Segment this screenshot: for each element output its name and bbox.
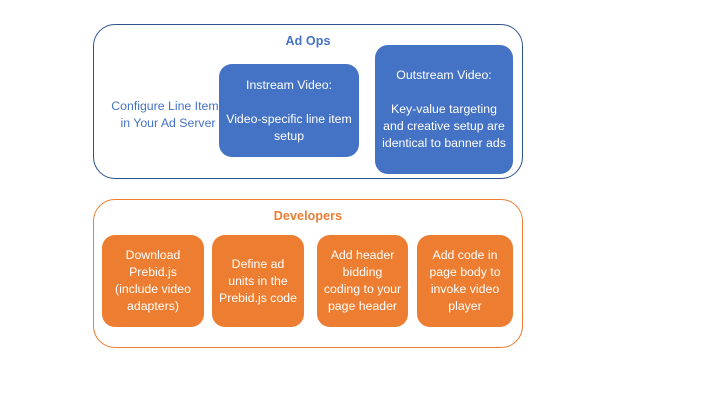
- box-instream-video-heading: Instream Video:: [246, 77, 332, 92]
- box-add-page-body-code-body: Add code in page body to invoke video pl…: [429, 248, 501, 313]
- box-outstream-video-body: Key-value targeting and creative setup a…: [382, 102, 506, 150]
- box-outstream-video-heading: Outstream Video:: [396, 68, 492, 82]
- box-define-ad-units-body: Define ad units in the Prebid.js code: [219, 256, 297, 305]
- group-ad-ops: Ad Ops Configure Line Items in Your Ad S…: [93, 24, 523, 179]
- box-instream-video[interactable]: Instream Video: Video-specific line item…: [219, 64, 359, 157]
- box-add-header-bidding-code[interactable]: Add header bidding coding to your page h…: [317, 235, 408, 327]
- group-developers: Developers Download Prebid.js (include v…: [93, 199, 523, 348]
- group-title-developers: Developers: [273, 209, 343, 223]
- box-download-prebid[interactable]: Download Prebid.js (include video adapte…: [102, 235, 204, 327]
- box-define-ad-units[interactable]: Define ad units in the Prebid.js code: [212, 235, 304, 327]
- group-title-ad-ops: Ad Ops: [285, 34, 331, 48]
- box-add-page-body-code[interactable]: Add code in page body to invoke video pl…: [417, 235, 513, 327]
- box-add-header-bidding-code-body: Add header bidding coding to your page h…: [323, 248, 402, 313]
- box-instream-video-body: Video-specific line item setup: [226, 111, 352, 143]
- box-outstream-video[interactable]: Outstream Video: Key-value targeting and…: [375, 45, 513, 174]
- configure-line-items-text: Configure Line Items in Your Ad Server: [111, 99, 225, 130]
- box-download-prebid-body: Download Prebid.js (include video adapte…: [115, 248, 191, 313]
